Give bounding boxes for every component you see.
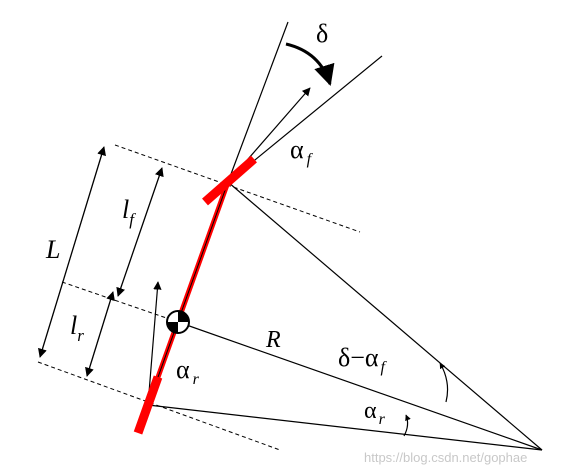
- front-wheel: [202, 155, 257, 206]
- rear-wheel: [133, 375, 163, 435]
- dimension-arrow-lr: [85, 291, 115, 377]
- label-lf: lf: [122, 195, 136, 229]
- watermark-text: https://blog.csdn.net/gophae: [364, 450, 527, 465]
- front-heading-line: [227, 21, 289, 183]
- label-lr: lr: [70, 311, 84, 345]
- rear-velocity-arrow: [147, 281, 162, 406]
- line-cg-to-center-R: [177, 321, 543, 451]
- dimension-arrow-lf: [116, 167, 164, 297]
- angle-arc-alpha-r: [403, 414, 411, 437]
- line-front-to-center: [227, 181, 543, 451]
- delta-arc-arrow: [285, 42, 335, 87]
- label-R: R: [265, 327, 281, 353]
- label-L: L: [45, 235, 60, 264]
- angle-arc-delta-minus-alpha: [439, 362, 449, 403]
- dashed-line-cg: [61, 281, 179, 323]
- center-of-gravity-icon: [166, 310, 190, 334]
- label-delta-steering: δ: [316, 19, 328, 48]
- vehicle-body-outline: [147, 181, 229, 406]
- dimension-arrow-L: [38, 146, 106, 358]
- line-rear-to-center: [147, 404, 543, 451]
- dashed-line-front: [114, 144, 361, 233]
